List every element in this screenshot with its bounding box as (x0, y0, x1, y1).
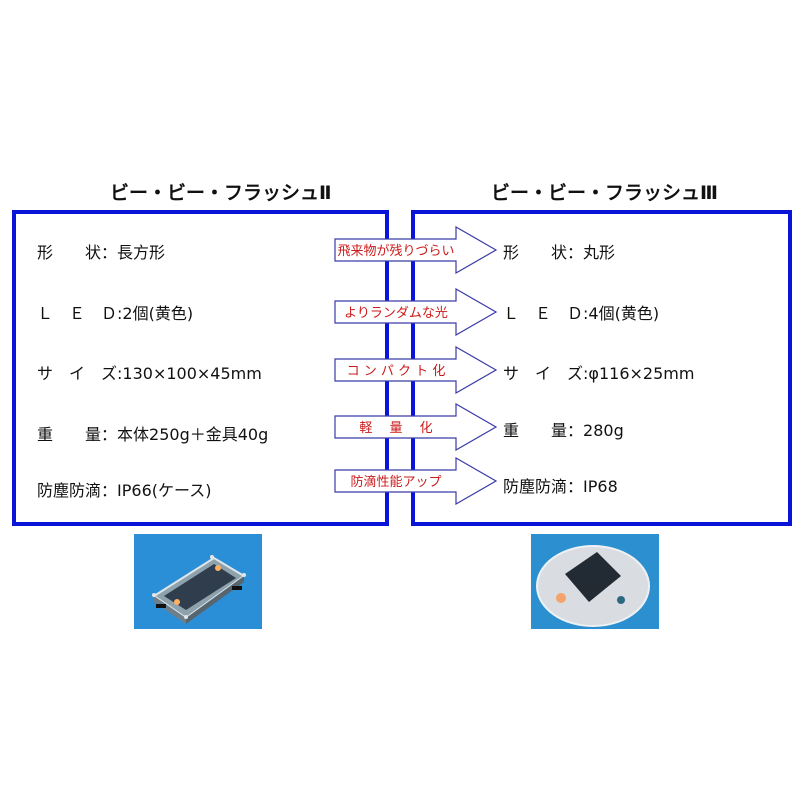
improvement-arrow-weight: 軽 量 化 (334, 403, 499, 451)
right-product-photo (531, 534, 659, 629)
right-arrow-icon (334, 457, 498, 505)
spec-label: サ イ ズ (37, 364, 118, 383)
left-spec-box (12, 210, 389, 526)
spec-value: 長方形 (117, 243, 166, 262)
right-spec-size: サ イ ズ:φ116×25mm (503, 360, 694, 384)
right-arrow-icon (334, 226, 498, 274)
spec-label: 形 状 (503, 243, 568, 262)
spec-value: 丸形 (583, 243, 616, 262)
arrow-label: コ ン パ ク ト 化 (346, 364, 446, 379)
spec-sep: ： (567, 477, 584, 496)
left-spec-size: サ イ ズ:130×100×45mm (37, 360, 262, 384)
spec-value: 130×100×45mm (122, 364, 262, 383)
spec-sep: ： (567, 421, 584, 440)
spec-sep: : (583, 364, 589, 383)
spec-label: Ｌ Ｅ Ｄ (503, 304, 584, 323)
spec-sep: ： (101, 243, 118, 262)
right-arrow-icon (334, 288, 498, 336)
spec-sep: ： (567, 243, 584, 262)
improvement-arrow-waterproof: 防滴性能アップ (334, 457, 499, 505)
improvement-arrow-led: よりランダムな光 (334, 288, 499, 336)
spec-value: φ116×25mm (588, 364, 695, 383)
spec-label: 重 量 (37, 425, 102, 444)
right-spec-weight: 重 量：280g (503, 417, 624, 441)
spec-value: IP66(ケース) (117, 481, 212, 500)
spec-sep: ： (101, 425, 118, 444)
arrow-label: 軽 量 化 (359, 421, 433, 436)
spec-value: 4個(黄色) (588, 304, 660, 323)
rectangular-marker-image (134, 534, 262, 629)
spec-sep: : (117, 304, 123, 323)
arrow-label: 飛来物が残りづらい (337, 244, 455, 259)
left-product-photo (134, 534, 262, 629)
right-product-title: ビー・ビー・フラッシュⅢ (491, 182, 718, 204)
spec-label: 防塵防滴 (503, 477, 568, 496)
improvement-arrow-size: コ ン パ ク ト 化 (334, 346, 499, 394)
spec-sep: ： (101, 481, 118, 500)
right-spec-waterproof: 防塵防滴：IP68 (503, 473, 618, 497)
right-spec-led: Ｌ Ｅ Ｄ:4個(黄色) (503, 300, 659, 324)
improvement-arrow-shape: 飛来物が残りづらい (334, 226, 499, 274)
arrow-label: よりランダムな光 (344, 306, 448, 321)
spec-label: 形 状 (37, 243, 102, 262)
spec-label: サ イ ズ (503, 364, 584, 383)
spec-label: 防塵防滴 (37, 481, 102, 500)
spec-sep: : (583, 304, 589, 323)
spec-value: 280g (583, 421, 624, 440)
right-arrow-icon (334, 403, 498, 451)
arrow-label: 防滴性能アップ (350, 475, 442, 490)
spec-value: IP68 (583, 477, 618, 496)
left-spec-weight: 重 量：本体250g＋金具40g (37, 421, 268, 445)
spec-sep: : (117, 364, 123, 383)
spec-value: 2個(黄色) (122, 304, 194, 323)
left-spec-waterproof: 防塵防滴：IP66(ケース) (37, 477, 211, 501)
spec-label: 重 量 (503, 421, 568, 440)
left-product-title: ビー・ビー・フラッシュⅡ (110, 182, 332, 204)
left-spec-shape: 形 状：長方形 (37, 239, 165, 263)
right-spec-shape: 形 状：丸形 (503, 239, 615, 263)
right-arrow-icon (334, 346, 498, 394)
spec-label: Ｌ Ｅ Ｄ (37, 304, 118, 323)
spec-value: 本体250g＋金具40g (117, 425, 269, 444)
left-spec-led: Ｌ Ｅ Ｄ:2個(黄色) (37, 300, 193, 324)
round-marker-image (531, 534, 659, 629)
